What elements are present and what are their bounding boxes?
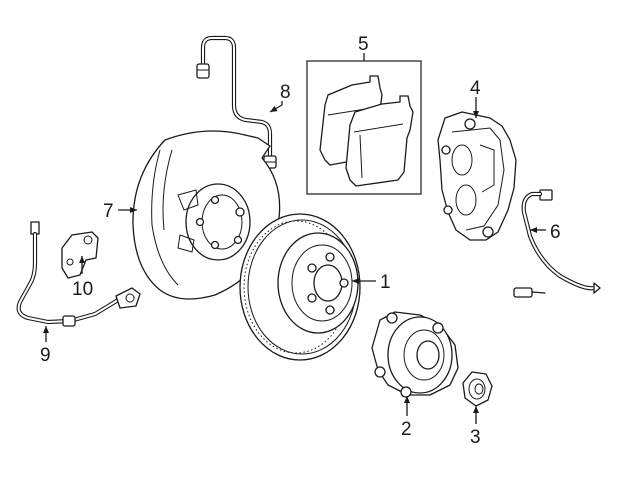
sensor-bracket	[61, 231, 99, 279]
axle-nut	[462, 371, 493, 407]
wheel-hub-bearing	[371, 311, 459, 398]
callout-2: 2	[401, 419, 412, 440]
callout-8: 8	[280, 82, 291, 103]
callout-4: 4	[470, 78, 481, 99]
brake-rotor	[239, 213, 361, 361]
callout-7: 7	[103, 201, 114, 222]
callout-6: 6	[550, 222, 561, 243]
brake-caliper	[437, 111, 517, 241]
callout-1: 1	[380, 272, 391, 293]
splash-shield	[132, 130, 281, 300]
callout-9: 9	[40, 345, 51, 366]
pad-wear-sensor	[513, 189, 601, 298]
callout-10: 10	[72, 279, 93, 300]
brake-pad-set	[306, 60, 422, 195]
callout-5: 5	[358, 34, 369, 55]
callout-3: 3	[470, 427, 481, 448]
abs-wheel-speed-sensor	[16, 221, 141, 327]
